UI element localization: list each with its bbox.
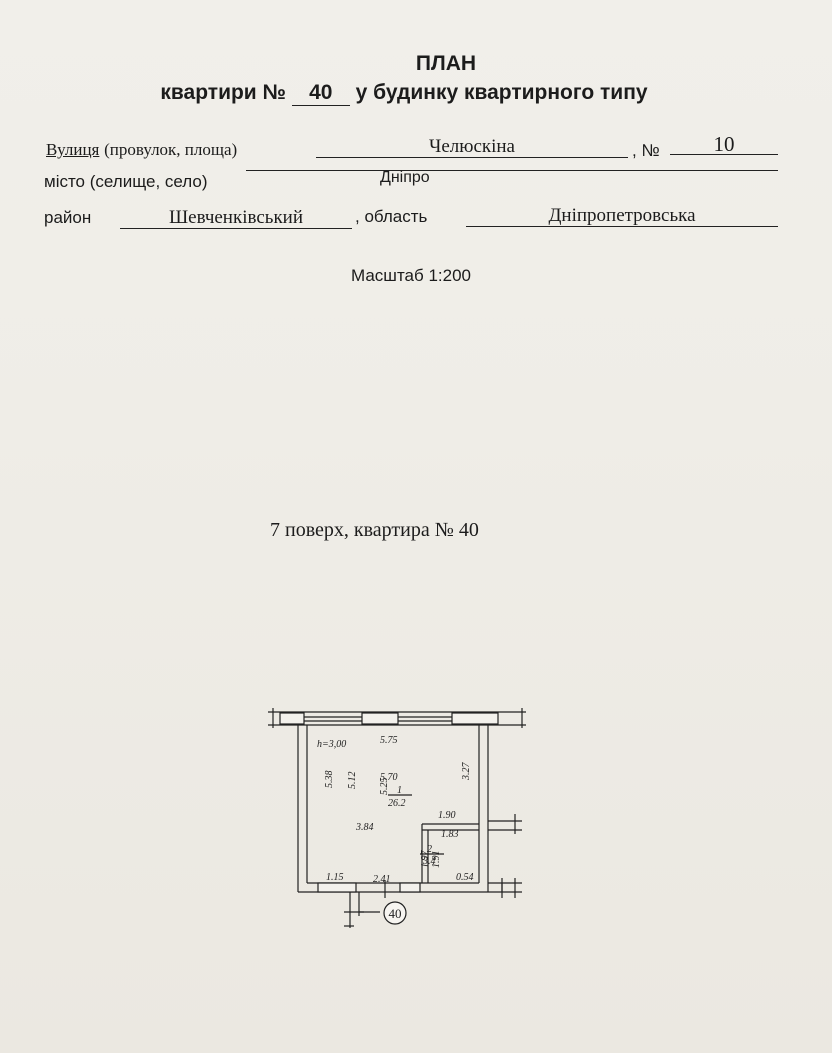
city-label: місто (селище, село)	[44, 172, 208, 191]
street-label: Вулиця (провулок, площа)	[46, 140, 237, 160]
dim-room-depth: 5.25	[379, 778, 390, 796]
dim-bath-inner: 1.91	[431, 851, 442, 869]
dim-partition: 1.90	[438, 810, 456, 821]
ceiling-height-label: h=3,00	[317, 739, 346, 750]
apartment-heading: квартири № 40 у будинку квартирного типу	[0, 80, 820, 106]
district-label: район	[44, 208, 92, 227]
street-label-main: Вулиця	[46, 140, 100, 159]
room1-area: 26.2	[388, 798, 406, 809]
street-label-extra: (провулок, площа)	[104, 140, 238, 159]
dim-left-inner: 5.12	[347, 772, 358, 790]
floor-caption: 7 поверх, квартира № 40	[270, 519, 479, 541]
room2-area: 3.4	[422, 856, 436, 867]
street-value: Челюскіна	[316, 137, 628, 158]
house-number-value: 10	[670, 134, 778, 155]
dim-bath-width: 1.83	[441, 829, 459, 840]
apartment-number-field: 40	[291, 80, 350, 106]
document-title: ПЛАН	[415, 52, 477, 75]
apartment-number: 40	[309, 81, 333, 104]
dim-top-width: 5.75	[380, 735, 398, 746]
apartment-heading-prefix: квартири №	[160, 81, 286, 104]
dim-left-outer: 5.38	[324, 771, 335, 789]
dim-bottom-left: 1.15	[326, 872, 344, 883]
apartment-number-circle	[383, 901, 407, 925]
apartment-circle-label: 40	[389, 906, 402, 921]
region-label: , область	[355, 207, 428, 226]
dim-lower-left: 3.84	[355, 822, 374, 833]
bleed-through-text	[160, 300, 800, 720]
dim-bottom-right: 0.54	[456, 872, 474, 883]
scale-label: Масштаб 1:200	[351, 266, 471, 285]
district-value: Шевченківський	[120, 208, 352, 229]
dim-room-width: 5.70	[380, 772, 398, 783]
dim-right-height: 3.27	[461, 762, 472, 782]
city-value-field: Дніпро	[246, 169, 778, 186]
floor-plan-drawing: 40 h=3,00 5.75 5.70 3.27 5.38 5.12 5.25 …	[268, 708, 526, 928]
city-value: Дніпро	[380, 169, 430, 186]
dim-bath-outer: 1.97	[420, 850, 431, 869]
room1-number: 1	[397, 785, 402, 796]
room2-number: 2	[427, 844, 432, 855]
dim-door: 2.41	[373, 874, 391, 885]
apartment-heading-suffix: у будинку квартирного типу	[355, 81, 648, 104]
house-number-label: , №	[632, 141, 660, 160]
region-value: Дніпропетровська	[466, 206, 778, 227]
